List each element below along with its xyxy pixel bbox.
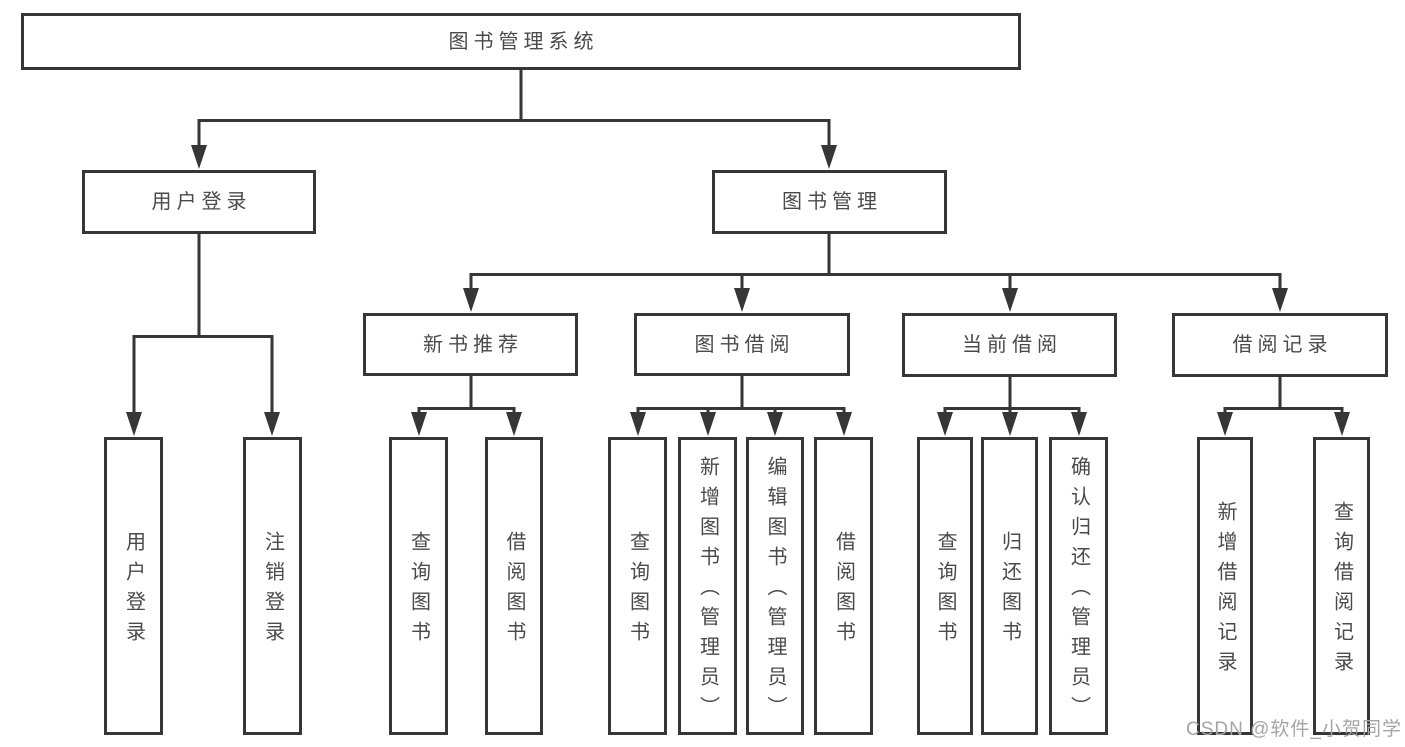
leaf-logout: 注销登录 [243,437,302,735]
node-system-root: 图书管理系统 [21,13,1021,70]
leaf-borrow-query-books: 查询图书 [608,437,667,735]
connector-borrow-record-group [1217,376,1350,436]
node-user-login: 用户登录 [82,170,316,234]
leaf-record-query-borrow-record: 查询借阅记录 [1313,437,1370,735]
leaf-current-confirm-return-admin: 确认归还（管理员） [1049,437,1108,735]
node-current-borrow: 当前借阅 [902,313,1117,377]
connector-current-borrow-group [937,376,1087,436]
node-borrow-record: 借阅记录 [1172,313,1388,377]
leaf-current-query-books: 查询图书 [917,437,973,735]
node-book-management: 图书管理 [712,170,947,234]
node-new-book-recommend: 新书推荐 [363,313,578,376]
connector-book-management-to-modules [463,234,1288,312]
connector-book-borrow-group [630,376,852,436]
connector-new-book-group [411,376,522,436]
connector-user-login-group [126,234,280,436]
leaf-borrow-edit-books-admin: 编辑图书（管理员） [746,437,804,735]
leaf-record-add-borrow-record: 新增借阅记录 [1197,437,1253,735]
leaf-current-return-books: 归还图书 [981,437,1038,735]
leaf-borrow-borrow-books: 借阅图书 [814,437,873,735]
leaf-newbook-query-books: 查询图书 [389,437,448,735]
leaf-borrow-add-books-admin: 新增图书（管理员） [678,437,737,735]
leaf-newbook-borrow-books: 借阅图书 [485,437,543,735]
csdn-watermark: CSDN @软件_小贺同学 [1186,719,1402,740]
connector-root-to-level2 [191,69,837,169]
node-book-borrow: 图书借阅 [634,313,850,376]
leaf-user-login: 用户登录 [104,437,163,735]
